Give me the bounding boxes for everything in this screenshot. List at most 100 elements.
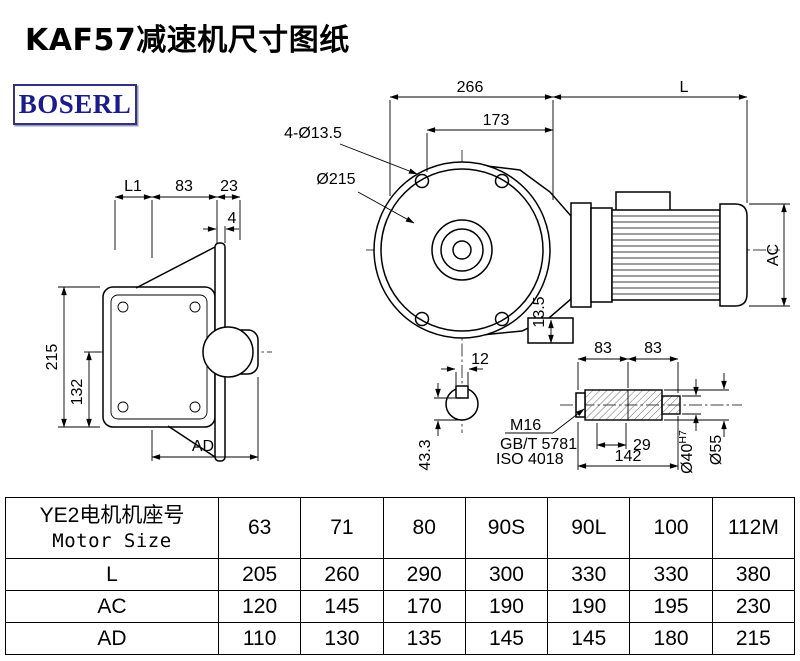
dim-83a-label: 83 [594,340,612,357]
flange-outer-circle [373,161,551,339]
size-cell: 80 [382,497,466,559]
dim-142-label: 142 [615,448,642,465]
value-cell: 190 [547,590,631,623]
dim-23-label: 23 [220,178,238,195]
value-cell: 145 [547,622,631,655]
value-cell: 130 [300,622,384,655]
dim-L1-label: L1 [124,178,142,195]
motor-frame-label-cn: YE2电机机座号 [39,504,185,528]
cover-bolt [189,401,201,413]
motor-flange-bell [570,202,592,308]
motor-body [611,209,721,301]
bolt-hole [414,173,430,189]
dim-55-label: Ø55 [708,435,725,465]
value-cell: 180 [629,622,713,655]
dim-29-label: 29 [633,437,651,454]
size-cell: 112M [711,497,796,559]
value-cell: 300 [464,558,549,591]
motor-fan-cowl [719,203,748,307]
dim-43-3-label: 43.3 [417,439,434,470]
motor-front-ring [590,207,613,303]
dim-40-tolerance: H7 [677,430,689,444]
dim-132-label: 132 [69,379,86,406]
value-cell: 290 [382,558,466,591]
gusset-bottom [167,425,216,458]
value-cell: 120 [217,590,302,623]
thread-gbt-label: GB/T 5781 [500,436,577,453]
bolt-hole [414,311,430,327]
callout-bolt-holes: 4-Ø13.5 [284,125,418,175]
shaft-section-view: 12 43.3 [417,351,489,471]
bolt-hole [494,173,510,189]
dim-173-label: 173 [483,112,510,129]
bolt-holes-label: 4-Ø13.5 [284,125,342,142]
dim-4-label: 4 [228,210,237,227]
dim-4: 4 [203,210,239,243]
dim-215: 215 [44,286,100,428]
dim-29: 29 [596,423,651,454]
value-cell: 135 [382,622,466,655]
dim-40-value: Ø40 [679,444,696,474]
technical-drawing: 266 L 173 4-Ø13.5 Ø215 13.5 [44,79,790,474]
value-cell: 260 [300,558,384,591]
motor-size-table: YE2电机机座号 Motor Size 63 71 80 90S 90L 100… [5,497,796,655]
value-cell: 380 [711,558,796,591]
value-cell: 195 [629,590,713,623]
cover-bolt [189,301,201,313]
value-cell: 145 [464,622,549,655]
gearbox-side-view: L1 83 23 4 [44,178,259,462]
flange-dia-label: Ø215 [316,171,355,188]
size-cell: 100 [629,497,713,559]
hub-inner-circle [440,228,484,272]
motor-size-header-cell: YE2电机机座号 Motor Size [5,497,219,559]
callout-thread-spec: M16 GB/T 5781 ISO 4018 [496,408,585,468]
dim-173: 173 [426,112,554,172]
logo-text: BOSERL [18,89,132,119]
value-cell: 215 [711,622,796,655]
cover-bolt [117,401,129,413]
shaft-end-washer [575,392,586,418]
dim-43-3: 43.3 [417,383,458,471]
dim-83-label: 83 [175,178,193,195]
size-cell: 63 [217,497,302,559]
dim-40H7-label: Ø40H7 [677,430,696,474]
dim-266: 266 [389,79,554,200]
thread-m16-label: M16 [510,417,541,434]
size-cell: 90S [464,497,549,559]
dim-12-label: 12 [471,351,489,368]
dim-AC: AC [749,203,790,307]
hub-circle [431,219,493,281]
motor-cooling-fins [612,215,720,295]
boserl-logo-badge: BOSERL [13,84,137,125]
value-cell: 205 [217,558,302,591]
dim-83b-label: 83 [644,340,662,357]
size-cell: 71 [300,497,384,559]
flange-front-view [373,161,574,344]
dim-13-5: 13.5 [531,296,554,344]
cover-bolt [117,301,129,313]
value-cell: 145 [300,590,384,623]
dim-AD-label: AD [192,438,214,455]
dims-L1-83-23: L1 83 23 [114,178,241,258]
dim-AD: AD [151,377,259,461]
shaft-stub [661,395,681,415]
flange-inner-circle [380,168,544,332]
thread-iso-label: ISO 4018 [496,451,564,468]
keyway-notch [455,385,469,399]
table-row-L: L 205 260 290 300 330 330 380 [5,558,796,591]
row-label: AD [5,622,219,655]
dim-55: Ø55 [664,373,729,465]
gusset-top [135,246,216,289]
row-label: L [5,558,219,591]
output-hub [202,326,254,378]
dim-132: 132 [69,351,100,428]
dim-AC-label: AC [765,244,782,266]
value-cell: 330 [547,558,631,591]
row-label: AC [5,590,219,623]
table-row-AC: AC 120 145 170 190 190 195 230 [5,590,796,623]
value-cell: 190 [464,590,549,623]
value-cell: 170 [382,590,466,623]
callout-flange-dia: Ø215 [316,171,415,224]
dim-L-label: L [680,79,689,96]
